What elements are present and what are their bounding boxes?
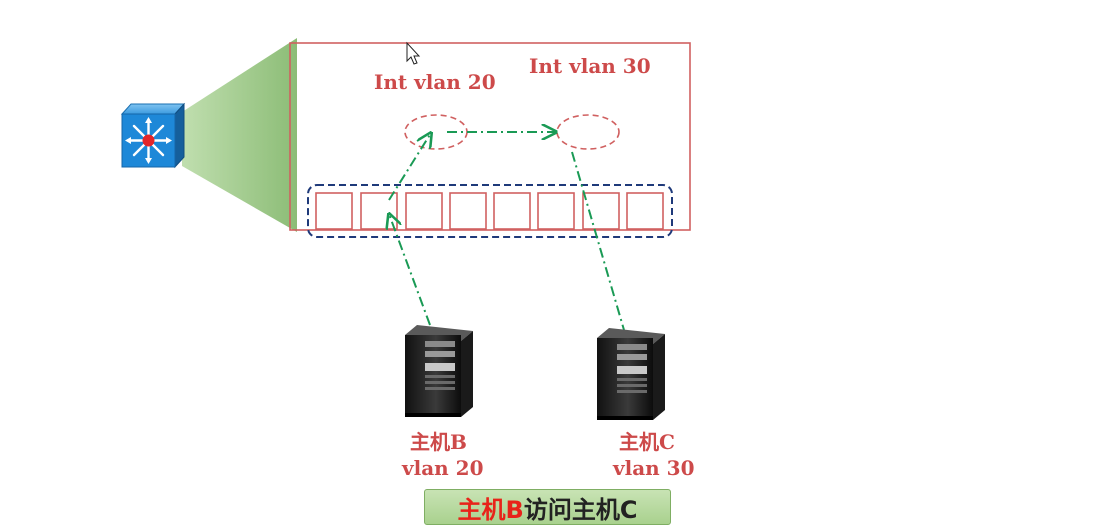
mouse-cursor-icon bbox=[406, 41, 421, 65]
port-5 bbox=[493, 192, 531, 230]
caption-rest: 访问主机C bbox=[523, 495, 638, 524]
switch-ports bbox=[315, 192, 664, 230]
path-vlan30-to-hostC bbox=[571, 151, 625, 331]
path-port-to-vlan20 bbox=[388, 133, 431, 201]
port-1 bbox=[315, 192, 353, 230]
server-icon bbox=[597, 328, 665, 420]
port-6 bbox=[537, 192, 575, 230]
host-c-vlan: vlan 30 bbox=[613, 456, 695, 480]
host-c-name: 主机C bbox=[619, 430, 675, 454]
l3-switch-icon bbox=[120, 102, 186, 169]
int-vlan30-ellipse bbox=[556, 114, 620, 150]
int-vlan20-ellipse bbox=[404, 114, 468, 150]
switch-frame bbox=[289, 42, 691, 231]
server-icon bbox=[405, 325, 473, 417]
port-4 bbox=[449, 192, 487, 230]
host-b-vlan: vlan 20 bbox=[402, 456, 484, 480]
port-3 bbox=[405, 192, 443, 230]
zoom-callout bbox=[182, 38, 297, 232]
port-group bbox=[307, 184, 673, 238]
int-vlan30-label: Int vlan 30 bbox=[529, 54, 651, 78]
port-8 bbox=[626, 192, 664, 230]
host-b-name: 主机B bbox=[410, 430, 467, 454]
int-vlan20-label: Int vlan 20 bbox=[374, 70, 496, 94]
caption-highlight: 主机B bbox=[457, 495, 524, 524]
